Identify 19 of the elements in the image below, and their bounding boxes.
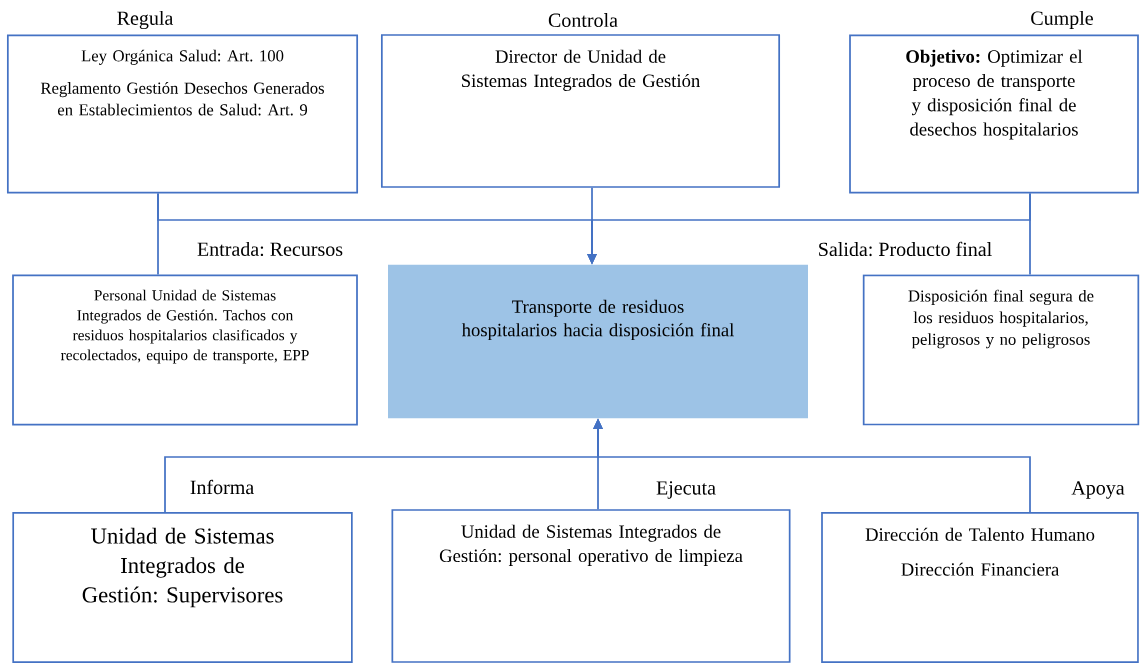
flow-label: Entrada: Recursos — [195, 240, 345, 258]
text-box: Regula Ley Orgánica Salud: Art. 100 Reglamento Gestión Desechos Generados en Establecimientos de Salud: Art. 9 — [6, 10, 359, 194]
text-box: Cumple Objetivo: Optimizar el proceso de transporte y disposición final de desechos hospitalarios — [849, 10, 1139, 194]
connector — [157, 192, 159, 276]
node-label: Controla — [548, 12, 618, 28]
node-label: Informa — [190, 479, 254, 495]
flow-label: Salida: Producto final — [816, 240, 994, 258]
node-label: Apoya — [1071, 481, 1125, 499]
connector — [1029, 192, 1031, 276]
process-box: Transporte de residuos hospitalarios hacia disposición final — [388, 264, 808, 419]
node-label: Cumple — [1031, 10, 1093, 30]
node-label: Ejecuta — [656, 481, 716, 499]
text-box: Disposición final segura de los residuos hospitalarios, peligrosos y no peligrosos — [862, 274, 1140, 426]
text-box: Informa Unidad de Sistemas Integrados de Gestión: Supervisores — [12, 479, 353, 663]
text-box: Apoya Dirección de Talento Humano Dirección Financiera — [821, 481, 1139, 663]
text-box: Controla Director de Unidad de Sistemas Integrados de Gestión — [380, 12, 781, 188]
text-box: Personal Unidad de Sistemas Integrados de Gestión. Tachos con residuos hospitalarios clasificados y recolectados, equipo de transporte, EPP — [12, 274, 358, 426]
text-box: Ejecuta Unidad de Sistemas Integrados de Gestión: personal operativo de limpieza — [391, 481, 791, 663]
node-label: Regula — [117, 10, 174, 30]
